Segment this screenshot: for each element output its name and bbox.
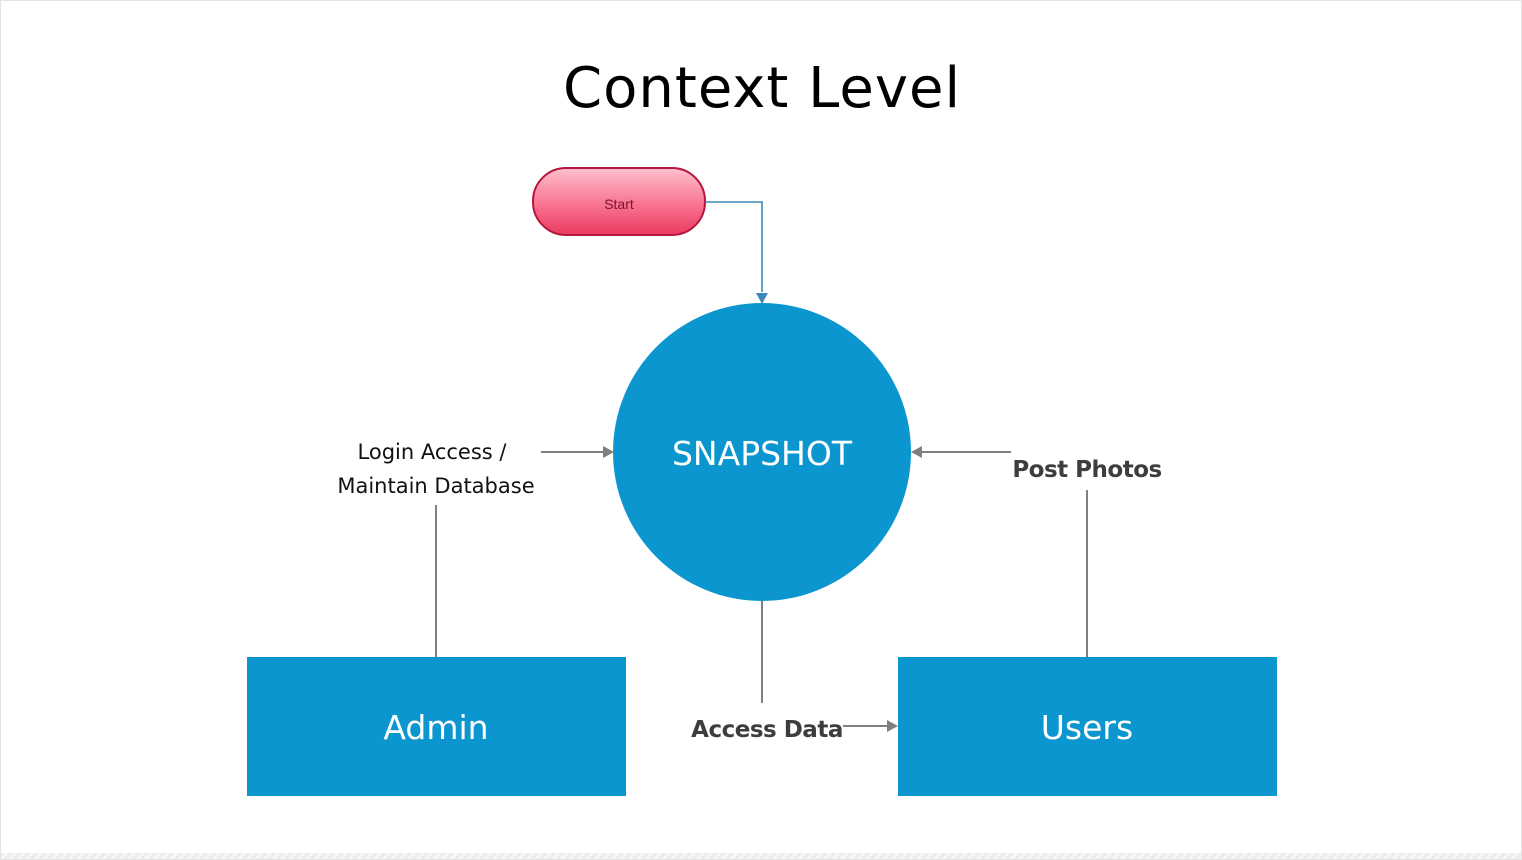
page-title: Context Level: [563, 56, 961, 121]
users-flow-arrowhead: [911, 446, 922, 458]
users-label: Users: [1041, 708, 1133, 747]
start-node-label: Start: [604, 196, 634, 212]
admin-flow-label-line1: Login Access /: [358, 440, 508, 464]
entity-admin[interactable]: Admin: [247, 657, 626, 796]
process-to-users-label: Access Data: [691, 717, 843, 743]
process-circle: [613, 303, 911, 601]
process-label: SNAPSHOT: [672, 434, 853, 473]
start-connector-arrowhead: [756, 293, 768, 304]
admin-label: Admin: [383, 708, 488, 747]
admin-flow-arrowhead: [603, 446, 614, 458]
admin-box: [247, 657, 626, 796]
start-to-process-connector: [705, 201, 763, 292]
users-flow-label: Post Photos: [1012, 457, 1161, 483]
slide-bottom-edge: [1, 853, 1521, 859]
start-node[interactable]: Start: [532, 167, 706, 236]
admin-flow-label-line2: Maintain Database: [337, 474, 534, 498]
process-to-users-arrowhead: [887, 720, 898, 732]
entity-users[interactable]: Users: [898, 657, 1277, 796]
process-snapshot[interactable]: SNAPSHOT: [613, 303, 911, 601]
users-box: [898, 657, 1277, 796]
